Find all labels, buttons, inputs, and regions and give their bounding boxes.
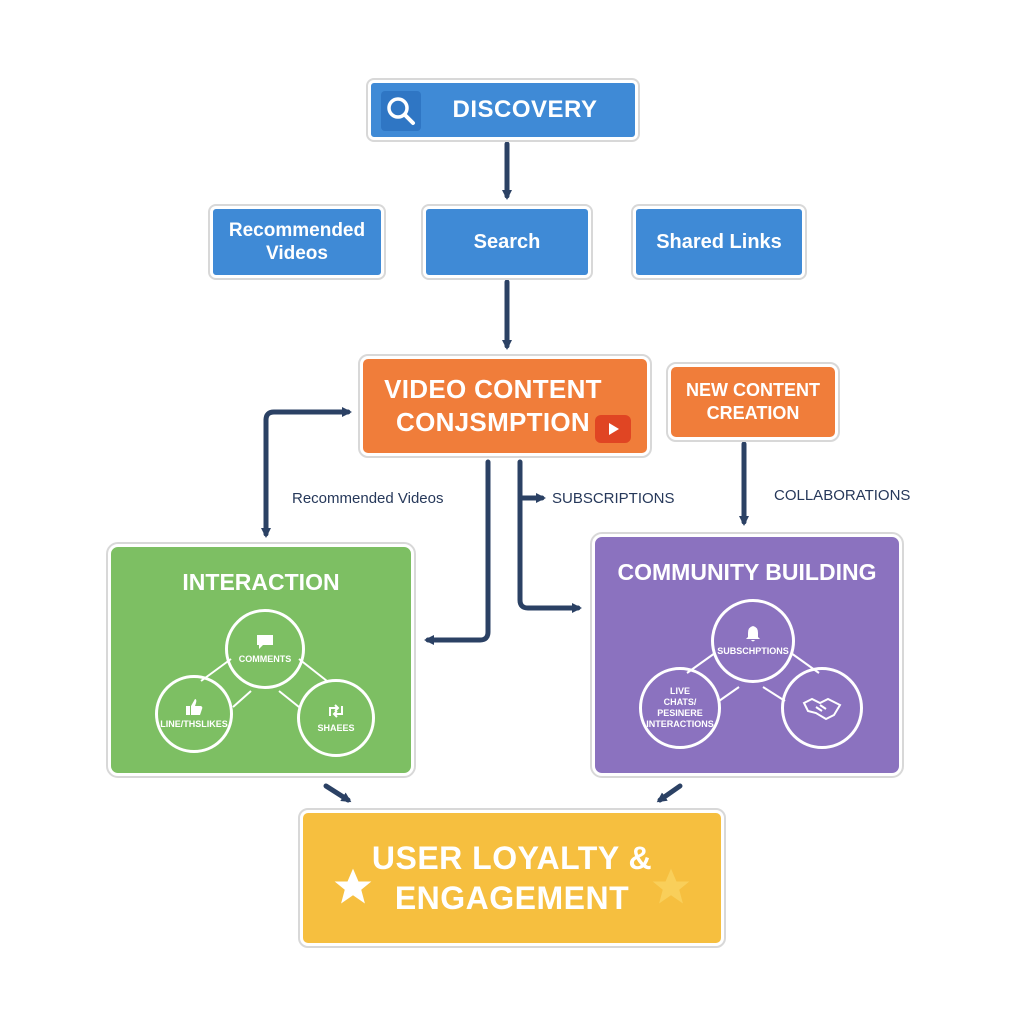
- likes-label: LINE/THSLIKES: [160, 719, 228, 729]
- comments-label: COMMENTS: [238, 654, 292, 664]
- comments-circle: COMMENTS: [225, 609, 305, 689]
- shares-circle: SHAEES: [297, 679, 375, 757]
- live-chats-circle: LIVE CHATS/ PESINERE INTERACTIONS: [639, 667, 721, 749]
- arrow-interaction-loyalty: [323, 783, 352, 803]
- arrow-video-interaction-right: [424, 459, 491, 645]
- recommended-videos-label: Recommended Videos: [228, 220, 366, 264]
- shared-links-label: Shared Links: [656, 230, 782, 253]
- shared-links-node: Shared Links: [631, 204, 807, 280]
- interaction-title: INTERACTION: [182, 569, 340, 595]
- loyalty-label: USER LOYALTY & ENGAGEMENT: [371, 840, 653, 916]
- new-content-label: NEW CONTENT CREATION: [686, 380, 820, 423]
- live-chats-label: LIVE CHATS/ PESINERE INTERACTIONS: [646, 686, 714, 729]
- share-arrows-icon: [329, 704, 343, 718]
- star-icon: [334, 868, 372, 904]
- discovery-node: DISCOVERY: [366, 78, 640, 142]
- community-title: COMMUNITY BUILDING: [617, 559, 877, 585]
- video-content-label: VIDEO CONTENT CONJSMPTION: [384, 374, 602, 437]
- video-content-node: VIDEO CONTENT CONJSMPTION: [358, 354, 652, 458]
- bell-icon: [746, 626, 760, 642]
- search-label: Search: [473, 230, 541, 253]
- play-button-icon: [595, 415, 631, 443]
- discovery-label: DISCOVERY: [452, 96, 598, 123]
- search-node: Search: [421, 204, 593, 280]
- subscriptions-label: SUBSCHPTIONS: [717, 646, 789, 656]
- handshake-icon: [802, 697, 842, 721]
- arrow-community-loyalty: [656, 783, 683, 803]
- interaction-panel: INTERACTION COMMENTS LINE/THSLIKES: [106, 542, 416, 778]
- new-content-node: NEW CONTENT CREATION: [666, 362, 840, 442]
- edge-label-subscriptions: SUBSCRIPTIONS: [552, 490, 675, 507]
- magnifier-icon: [381, 91, 421, 131]
- star-icon: [652, 868, 690, 904]
- edge-label-collaborations: COLLABORATIONS: [774, 487, 911, 504]
- arrow-video-community: [517, 459, 582, 613]
- speech-bubble-icon: [257, 635, 273, 649]
- collaboration-circle: [781, 667, 863, 749]
- community-panel: COMMUNITY BUILDING SUBSCHPTIONS LIVE CHA…: [590, 532, 904, 778]
- thumbs-up-icon: [186, 699, 203, 715]
- subscriptions-circle: SUBSCHPTIONS: [711, 599, 795, 683]
- likes-circle: LINE/THSLIKES: [155, 675, 233, 753]
- recommended-videos-node: Recommended Videos: [208, 204, 386, 280]
- edge-label-recommended-videos: Recommended Videos: [292, 490, 444, 507]
- arrow-interaction-video: [263, 407, 352, 533]
- loyalty-node: USER LOYALTY & ENGAGEMENT: [298, 808, 726, 948]
- shares-label: SHAEES: [317, 723, 355, 733]
